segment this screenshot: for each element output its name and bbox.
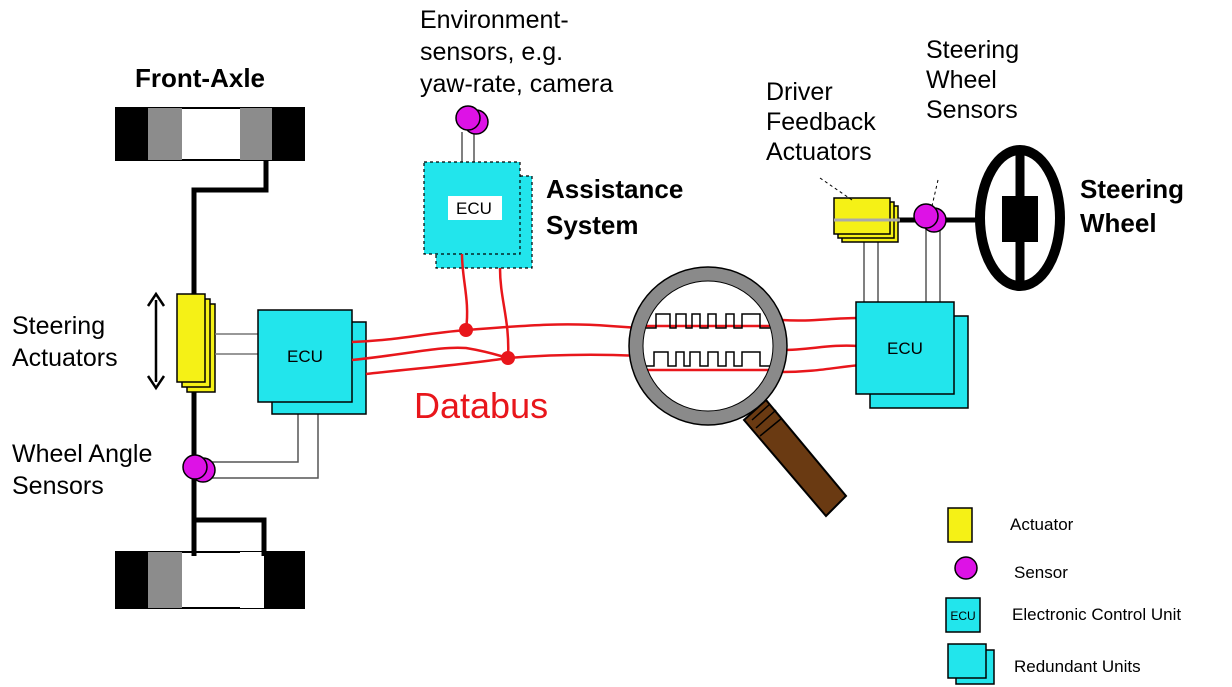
steering-wheel-sensors-label-2: Wheel: [926, 66, 997, 94]
assistance-ecu-label: ECU: [456, 199, 492, 218]
wheel-angle-sensor: [182, 454, 216, 483]
legend-sensor: Sensor: [954, 556, 1068, 582]
steering-wheel-graphic: [975, 145, 1065, 291]
steering-wheel-sensor: [913, 203, 947, 233]
steering-actuators-label-1: Steering: [12, 312, 105, 340]
leader-lines: [819, 177, 939, 207]
steering-wheel-sensors-label-1: Steering: [926, 36, 1019, 64]
legend-redundant-label: Redundant Units: [1014, 657, 1141, 676]
left-ecu: ECU: [257, 309, 367, 415]
assistance-system-label-2: System: [546, 210, 639, 240]
environment-sensor: [455, 105, 489, 135]
env-sensors-label-1: Environment-: [420, 6, 569, 34]
magnifier-handle: [742, 398, 848, 518]
legend-ecu: ECU Electronic Control Unit: [945, 597, 1181, 633]
steering-wheel-label-2: Wheel: [1080, 208, 1157, 238]
actuator-ecu-wires: [215, 333, 258, 355]
wheel-angle-sensors-label-1: Wheel Angle: [12, 440, 152, 468]
front-tire-bottom: [115, 551, 305, 609]
right-ecu-label: ECU: [887, 339, 923, 358]
env-sensor-wires: [461, 132, 475, 164]
sensor-ecu-wires: [206, 414, 319, 479]
right-ecu: ECU: [855, 301, 969, 409]
front-tire-top: [115, 107, 305, 161]
driver-feedback-label-1: Driver: [766, 78, 833, 106]
steering-direction-arrow: [146, 291, 166, 391]
legend-ecu-icon-label: ECU: [950, 609, 975, 623]
assistance-system-label-1: Assistance: [546, 174, 683, 204]
databus-label: Databus: [414, 385, 548, 426]
digital-signal-waveforms: [646, 313, 770, 367]
databus-lines: [351, 253, 873, 376]
steering-wheel-label-1: Steering: [1080, 174, 1184, 204]
legend-sensor-label: Sensor: [1014, 563, 1068, 582]
legend-actuator-label: Actuator: [1010, 515, 1074, 534]
legend-ecu-label: Electronic Control Unit: [1012, 605, 1181, 624]
steering-wheel-sensors-label-3: Sensors: [926, 96, 1018, 124]
legend-redundant: Redundant Units: [947, 643, 1141, 685]
assistance-ecu: ECU: [423, 161, 533, 269]
front-axle-label: Front-Axle: [135, 63, 265, 93]
legend-actuator: Actuator: [947, 507, 1074, 543]
env-sensors-label-3: yaw-rate, camera: [420, 70, 613, 98]
driver-feedback-actuators: [833, 197, 900, 243]
steering-actuators-block: [176, 293, 216, 393]
bus-junctions: [459, 323, 515, 365]
driver-feedback-label-3: Actuators: [766, 138, 872, 166]
left-ecu-label: ECU: [287, 347, 323, 366]
legend: Actuator Sensor ECU Electronic Control U…: [945, 507, 1181, 685]
steering-actuators-label-2: Actuators: [12, 344, 118, 372]
env-sensors-label-2: sensors, e.g.: [420, 38, 563, 66]
wheel-angle-sensors-label-2: Sensors: [12, 472, 104, 500]
right-ecu-wires: [863, 226, 941, 302]
magnifier-lens: [628, 266, 788, 426]
driver-feedback-label-2: Feedback: [766, 108, 876, 136]
